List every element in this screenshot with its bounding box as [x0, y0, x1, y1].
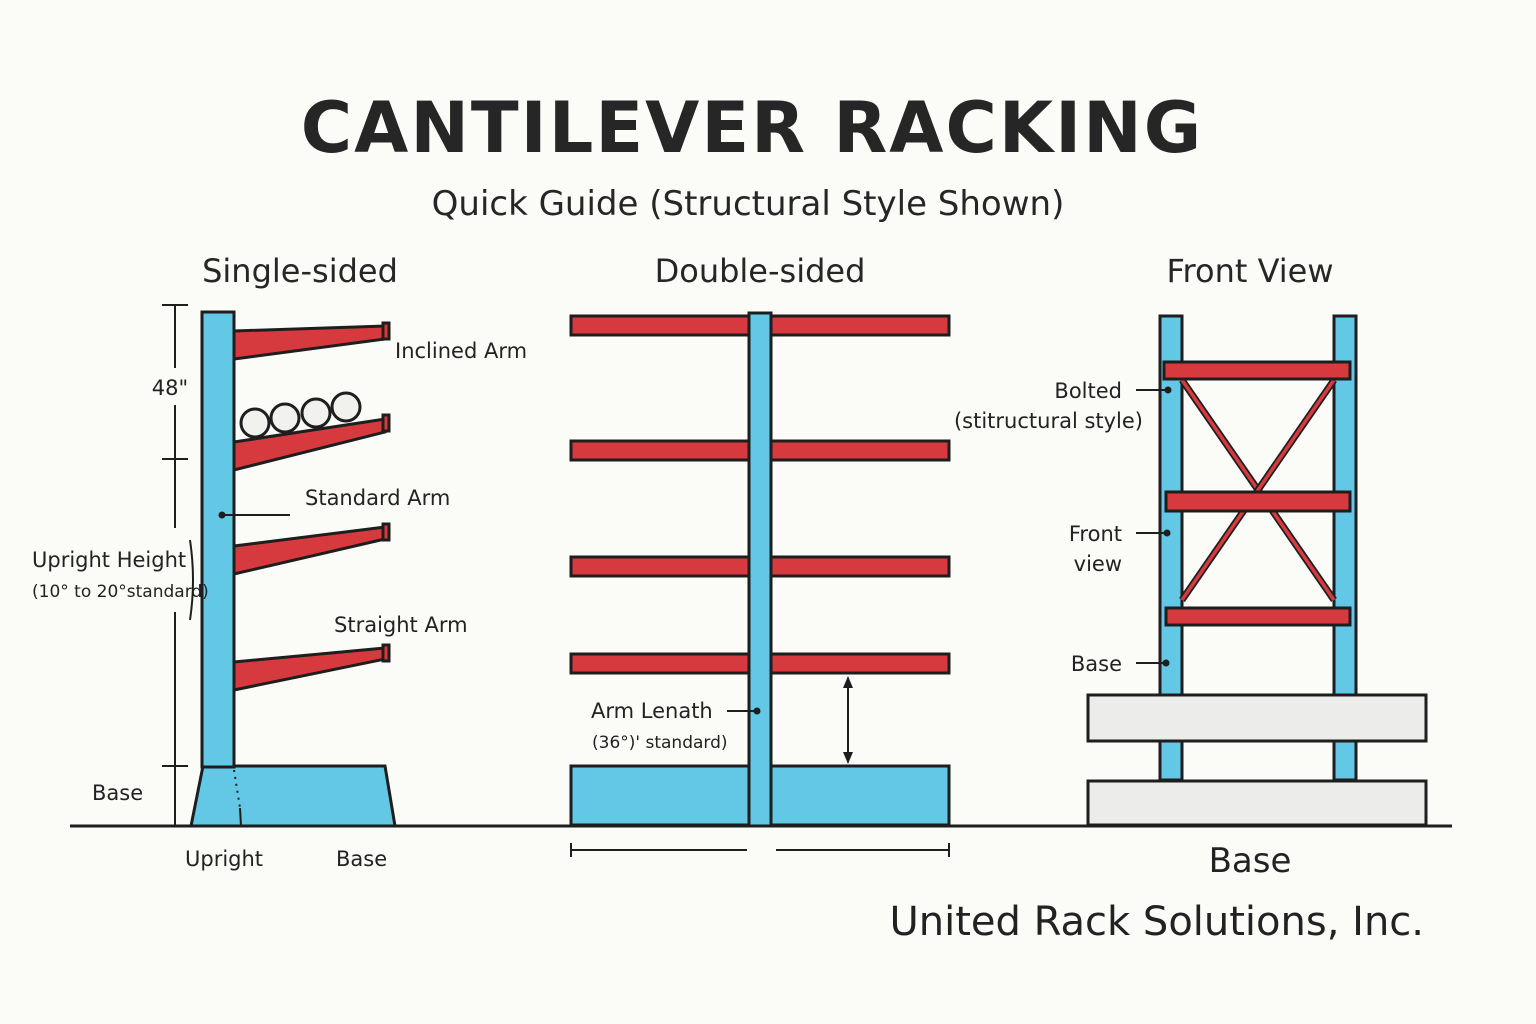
company-name: United Rack Solutions, Inc. [889, 899, 1424, 945]
straight-arm [232, 646, 387, 692]
height-bracket [189, 539, 194, 621]
front-view-rack [1086, 314, 1428, 827]
pipe-load [269, 402, 301, 434]
label-bolted: Bolted [1054, 379, 1122, 403]
label-arm-length-standard: (36°)' standard) [592, 733, 728, 753]
label-standard-arm: Standard Arm [305, 486, 450, 510]
callout-dot [218, 511, 226, 519]
heading-front-view: Front View [1166, 252, 1333, 290]
arm-end-stop [381, 522, 391, 542]
callout-dot [1163, 529, 1171, 537]
double-sided-rack [569, 311, 951, 857]
page-subtitle: Quick Guide (Structural Style Shown) [432, 184, 1065, 224]
arm-end-stop [381, 413, 391, 433]
double-upright [747, 311, 773, 828]
heading-single-sided: Single-sided [202, 252, 398, 290]
page-title: CANTILEVER RACKING [301, 87, 1203, 169]
label-front-view-2: view [1074, 552, 1122, 576]
arm-end-stop [381, 643, 391, 663]
base-seam [239, 807, 242, 827]
label-bolted-sub: (stitructural style) [954, 409, 1143, 433]
front-base-lower [1086, 779, 1428, 827]
label-front-base-bottom: Base [1209, 841, 1292, 881]
label-arm-length: Arm Lenath [591, 699, 713, 723]
arm-end-stop [381, 321, 391, 341]
pipe-load [239, 407, 271, 439]
callout-dot [1162, 659, 1170, 667]
callout-dot [1164, 386, 1172, 394]
pipe-load [300, 397, 332, 429]
heading-double-sided: Double-sided [655, 252, 866, 290]
label-upright-height-range: (10° to 20°standard) [32, 582, 209, 602]
arrow-head-up [843, 676, 853, 688]
label-straight-arm: Straight Arm [334, 613, 468, 637]
standard-arm [232, 525, 387, 576]
label-upright-height: Upright Height [32, 548, 186, 572]
front-base-upper [1086, 693, 1428, 743]
single-base [189, 764, 397, 828]
label-48-inch: 48" [152, 376, 188, 400]
arrow-head-down [843, 752, 853, 764]
front-beam [1162, 360, 1352, 381]
label-base: Base [336, 847, 387, 871]
label-upright: Upright [185, 847, 263, 871]
label-inclined-arm: Inclined Arm [395, 339, 527, 363]
callout-dot [753, 707, 761, 715]
single-upright [200, 310, 236, 769]
label-front-view: Front [1069, 522, 1122, 546]
label-base-side: Base [92, 781, 143, 805]
inclined-arm [232, 324, 387, 361]
cross-brace [1180, 379, 1336, 601]
single-sided-rack [162, 304, 397, 828]
front-beam [1164, 606, 1352, 627]
pipe-load [330, 391, 362, 423]
label-front-base: Base [1071, 652, 1122, 676]
front-beam [1164, 490, 1352, 513]
